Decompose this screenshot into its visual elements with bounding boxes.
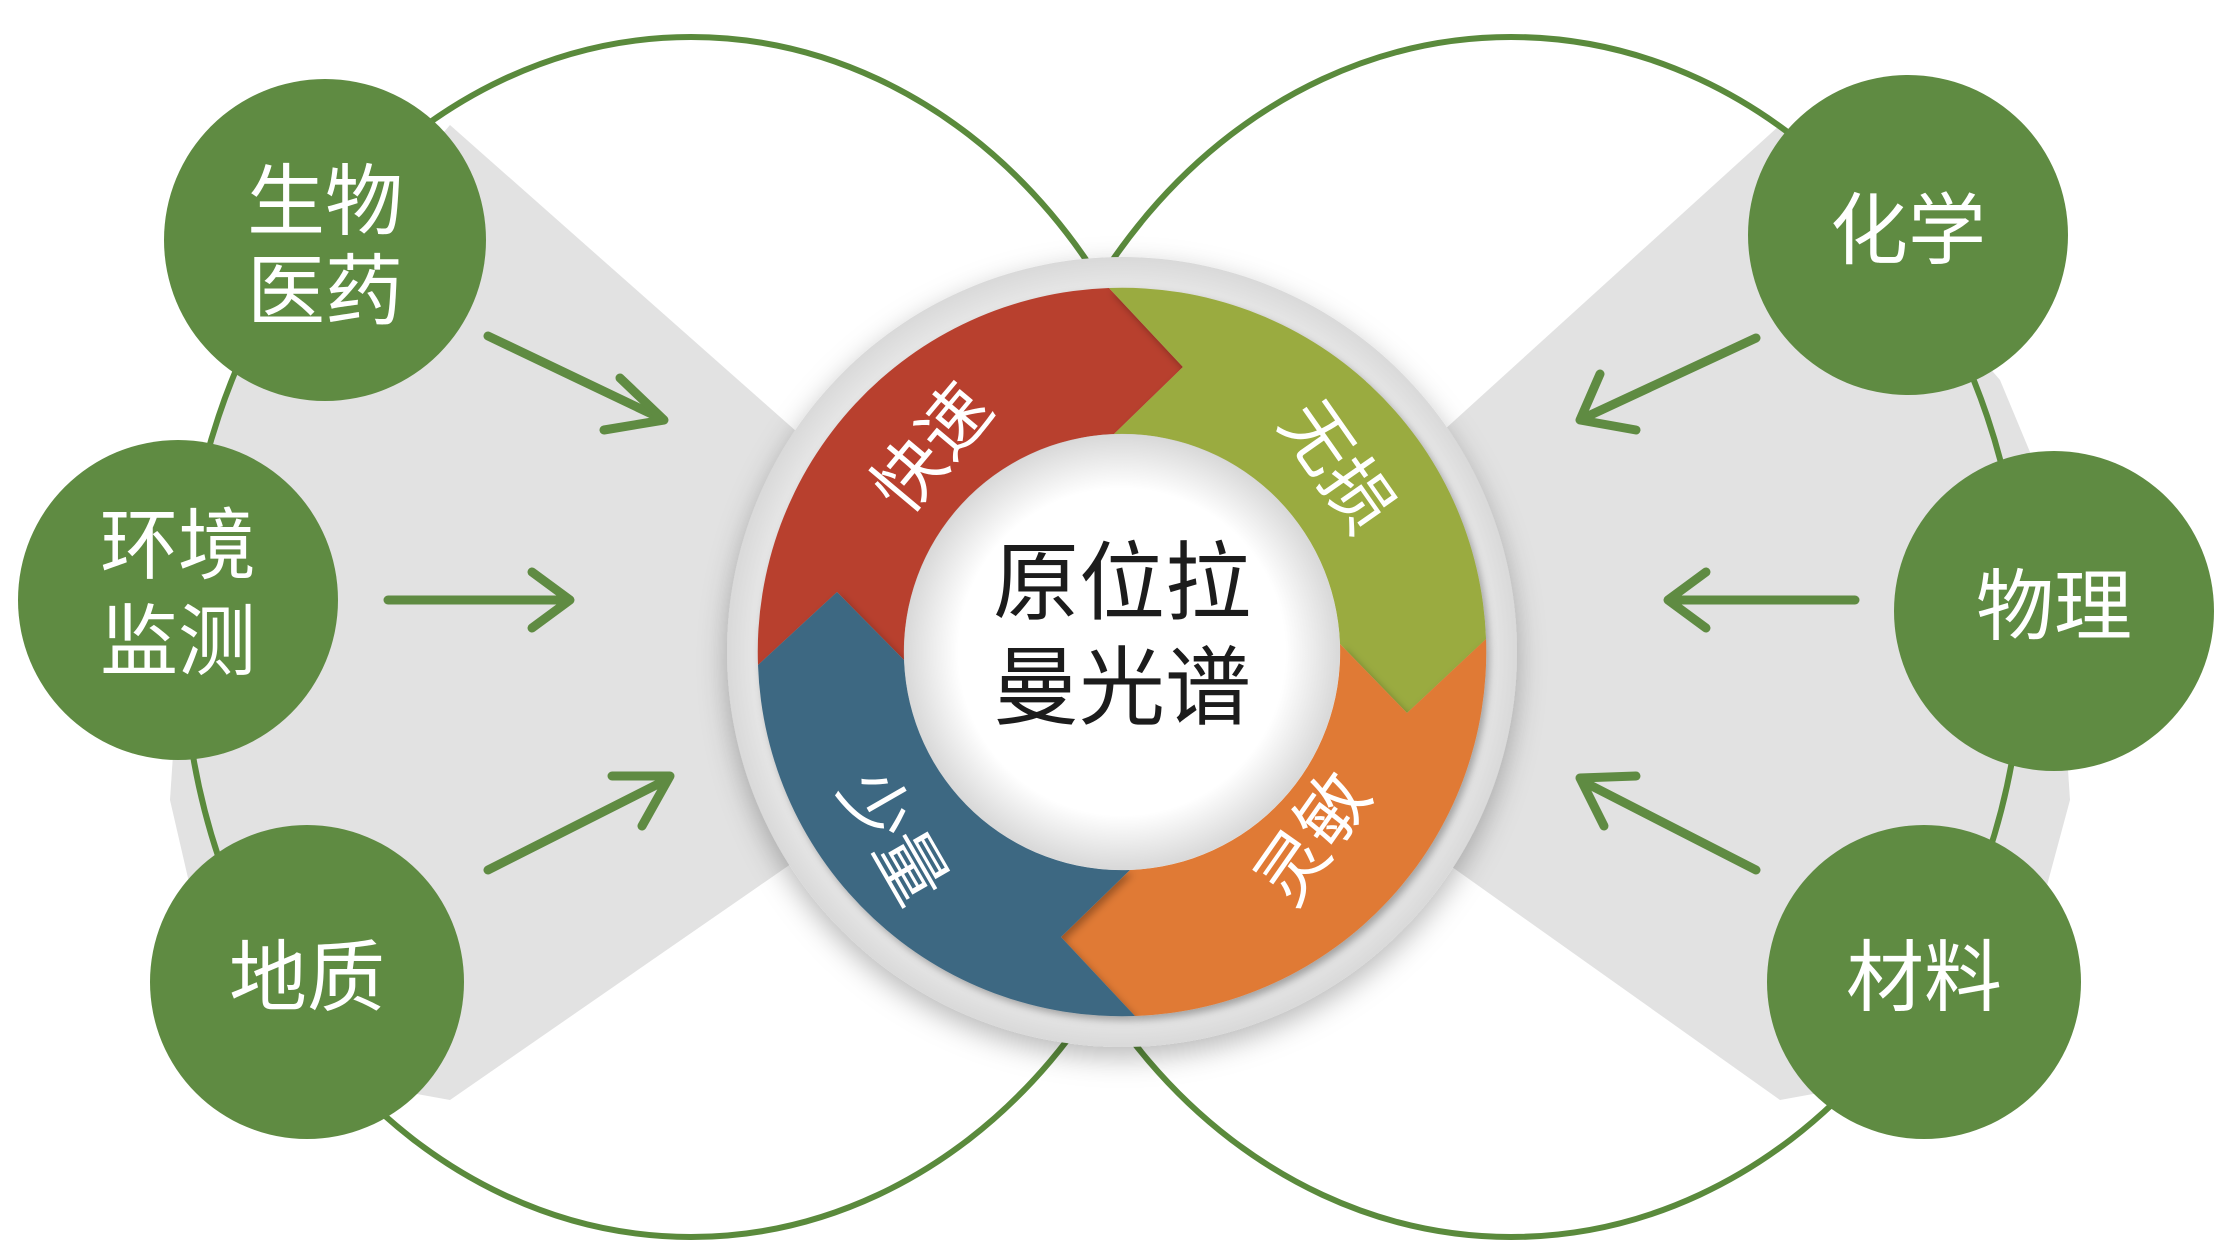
arrow-head-icon [527, 567, 575, 633]
arrow-icon [483, 775, 671, 875]
center-title-line1: 原位拉 [993, 534, 1251, 634]
arrows [383, 331, 1860, 875]
arrow-icon [1579, 333, 1761, 423]
feature-ring [757, 287, 1487, 1017]
field-label: 监测 [100, 598, 256, 688]
field-label: 环境 [100, 502, 256, 592]
center-title-line2: 曼光谱 [993, 639, 1251, 739]
field-node-geology: 地质 [150, 825, 464, 1139]
ring-segment-fast [757, 288, 1183, 665]
arrow-head-icon [1575, 771, 1641, 831]
field-node-environment: 环境 监测 [18, 440, 338, 760]
ring-segment-nondestructive [1109, 287, 1486, 713]
field-label: 地质 [229, 934, 385, 1024]
arrow-icon [483, 331, 665, 423]
center-disk [904, 434, 1340, 870]
field-label: 材料 [1846, 934, 2002, 1024]
field-label: 医药 [247, 248, 403, 338]
arrow-head-icon [599, 373, 669, 435]
field-label: 物理 [1976, 563, 2132, 653]
arrow-head-icon [1663, 567, 1711, 633]
field-label: 生物 [247, 158, 403, 248]
arrow-head-icon [607, 771, 675, 831]
ring-segment-sensitive [1061, 639, 1487, 1016]
arrow-icon [1579, 777, 1761, 875]
field-node-chemistry: 化学 [1748, 75, 2068, 395]
field-node-biomedicine: 生物 医药 [164, 79, 486, 401]
field-node-materials: 材料 [1767, 825, 2081, 1139]
field-node-physics: 物理 [1894, 451, 2214, 771]
field-label: 化学 [1830, 187, 1986, 277]
ring-segment-small-amount [758, 592, 1135, 1017]
arrow-head-icon [1575, 369, 1641, 435]
